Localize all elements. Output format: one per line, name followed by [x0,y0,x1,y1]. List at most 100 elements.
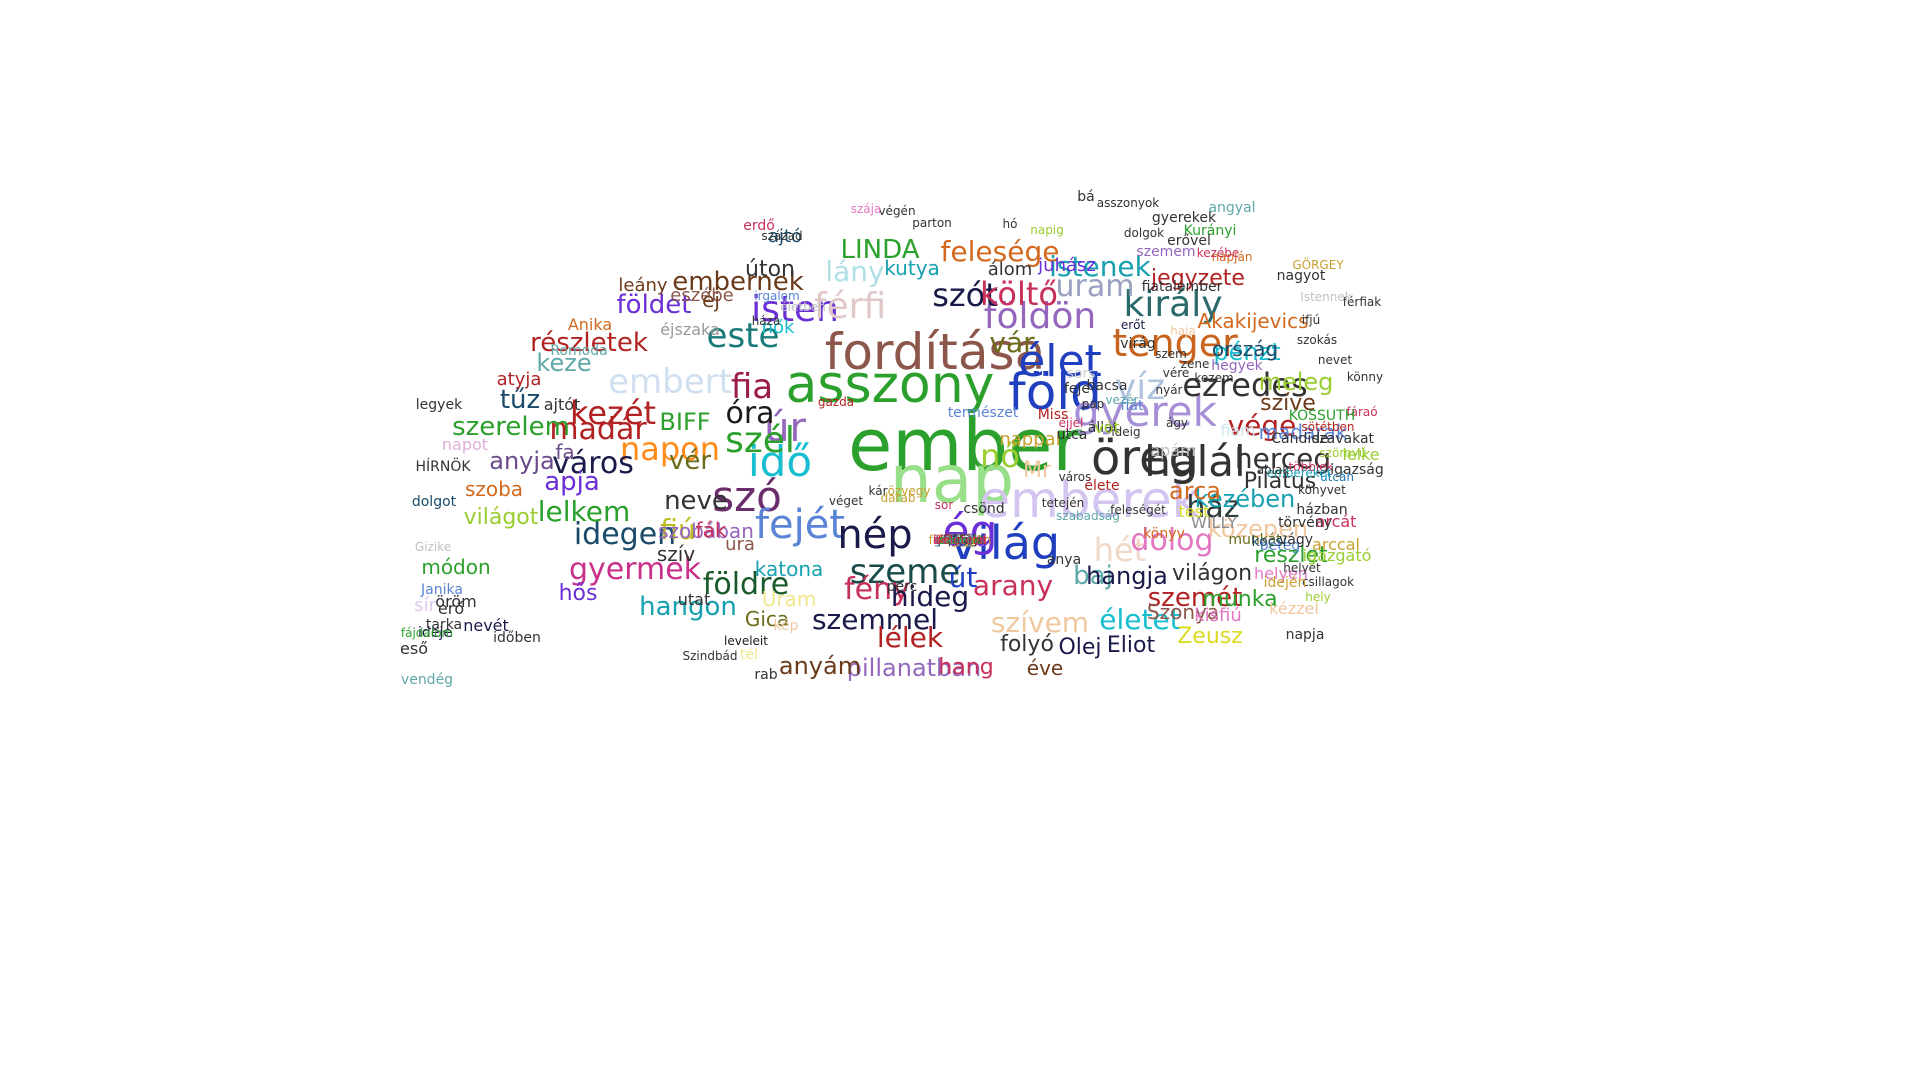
cloud-word: lelkem [537,495,631,528]
cloud-word: ház [1186,490,1240,525]
cloud-word: kézzel [1269,599,1319,618]
cloud-word: anyám [778,652,862,680]
cloud-word: száját [942,533,978,547]
cloud-word: fény [844,572,910,607]
cloud-word: Uram [761,587,817,611]
cloud-word: bacsa [1086,378,1128,394]
cloud-word: Miss [1037,407,1069,423]
cloud-word: nyár [1155,383,1183,397]
cloud-word: vót [1094,418,1120,437]
cloud-word: leveleit [724,634,768,648]
cloud-word: Kurányi [1183,223,1237,239]
cloud-word: időben [493,630,541,646]
cloud-word: hőlgy [943,533,977,547]
cloud-word: virág [1120,336,1156,352]
cloud-word: szabadság [1056,509,1120,523]
cloud-word: fiát [1120,398,1144,414]
cloud-word: asszony [785,355,995,415]
cloud-word: anya [1046,552,1082,568]
cloud-word: madarak [1258,420,1348,444]
cloud-word: idő [747,437,813,486]
cloud-word: részletek [530,328,648,358]
cloud-word: véget [828,494,864,508]
cloud-word: álom [987,259,1033,280]
cloud-word: élet [1018,336,1102,387]
cloud-word: ideig [1111,425,1141,439]
cloud-word: Olej [1058,635,1102,660]
cloud-word: hely [1305,590,1331,604]
cloud-word: férfiak [1342,295,1382,309]
cloud-word: lélek [876,621,944,654]
cloud-word: vére [1162,366,1190,380]
cloud-word: utca [1056,427,1088,443]
cloud-word: életben [780,300,826,314]
cloud-word: teste [944,533,976,547]
cloud-word: erőt [1120,318,1146,332]
cloud-word: könyv [1143,526,1185,542]
cloud-word: vége [1227,409,1297,442]
cloud-word: eső [400,639,428,658]
cloud-word: életet [1099,603,1181,636]
cloud-word: kezét [569,394,657,432]
cloud-word: neve [664,486,728,516]
cloud-word: éjszaka [660,320,720,339]
cloud-word: szavak [939,533,981,547]
cloud-word: férfi [813,286,887,327]
cloud-word: költő [980,275,1058,313]
cloud-word: ágy [1165,416,1189,430]
cloud-word: sír [414,595,436,616]
cloud-word: szája [850,202,882,216]
cloud-word: költészet [933,533,987,547]
cloud-word: gyermek [568,552,702,587]
cloud-word: Szonya [1146,600,1220,624]
cloud-word: világon [1171,561,1253,586]
cloud-word: világot [463,505,539,530]
cloud-word: ország [1211,337,1279,361]
cloud-word: ég [942,506,998,557]
cloud-word: örömmel [933,533,987,547]
cloud-word: kezében [1194,485,1296,513]
cloud-word: égre [946,533,974,547]
cloud-word: Eliot [1106,633,1156,658]
cloud-word: arccal [1312,535,1360,554]
cloud-word: sor [934,498,954,512]
cloud-word: katona [754,557,824,581]
cloud-word: embereket [1266,466,1332,480]
cloud-word: pillanat [937,533,983,547]
cloud-word: pénzt [1213,338,1281,366]
cloud-word: fiatalember [1141,279,1223,295]
cloud-word: dolgot [411,494,457,510]
cloud-word: hó [1002,217,1018,231]
cloud-word: mód [946,533,974,547]
cloud-word: világ [949,516,1061,570]
cloud-word: nappal [999,429,1061,450]
cloud-word: ideje [418,625,452,641]
cloud-word: uram [1055,269,1135,304]
cloud-word: baj [1073,561,1113,591]
cloud-word: halál [1144,437,1246,486]
cloud-word: embert [608,362,732,402]
cloud-word: keze [536,349,592,377]
cloud-word: LINDA [840,235,920,265]
cloud-word: apám [1150,441,1196,460]
cloud-word: föld [1008,363,1102,421]
cloud-word: időt [948,533,972,547]
cloud-word: napja [1285,627,1325,643]
cloud-word: ördög [942,533,978,547]
cloud-word: fiam [1220,421,1256,440]
cloud-word: Pilátus [1243,469,1317,494]
cloud-word: szél [725,420,795,461]
cloud-word: ruhát [943,533,977,547]
cloud-word: arcát [1315,512,1357,531]
cloud-word: hét [1093,531,1147,569]
cloud-word: anyja [489,447,555,475]
cloud-word: HÍRNÖK [415,459,471,475]
cloud-word: perc [886,579,918,595]
cloud-word: szót [932,276,998,314]
cloud-word: sors [1066,366,1096,382]
cloud-word: asszonyok [1096,196,1160,210]
cloud-word: madár [549,412,647,447]
cloud-word: fa [555,440,575,464]
cloud-word: hangot [938,533,982,547]
